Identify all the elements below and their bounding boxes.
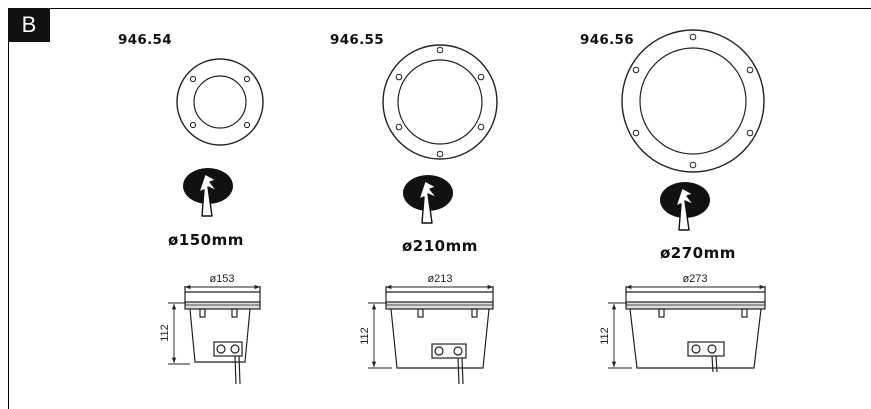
outer-diameter-946-56: ø273 (682, 273, 707, 285)
frame-top-border (8, 8, 871, 9)
model-label-946-54: 946.54 (118, 32, 172, 48)
hole-diameter-946-56: ø270mm (660, 244, 736, 262)
side-view-946-55 (385, 286, 494, 385)
section-badge: B (8, 8, 50, 42)
outer-diameter-946-55: ø213 (427, 273, 452, 285)
hole-diameter-946-55: ø210mm (402, 237, 478, 255)
top-view-946-54 (176, 58, 264, 146)
height-946-55: 112 (359, 327, 371, 345)
electric-warning-icon (659, 181, 711, 231)
height-946-56: 112 (599, 327, 611, 345)
top-view-946-55 (382, 44, 498, 160)
model-label-946-55: 946.55 (330, 32, 384, 48)
electric-warning-icon (402, 174, 454, 224)
side-view-946-54 (184, 286, 261, 385)
hole-diameter-946-54: ø150mm (168, 231, 244, 249)
model-label-946-56: 946.56 (580, 32, 634, 48)
height-946-54: 112 (159, 324, 171, 342)
top-view-946-56 (621, 29, 765, 173)
side-view-946-56 (625, 286, 766, 373)
electric-warning-icon (182, 167, 234, 217)
frame-left-border (8, 8, 9, 409)
outer-diameter-946-54: ø153 (209, 273, 234, 285)
